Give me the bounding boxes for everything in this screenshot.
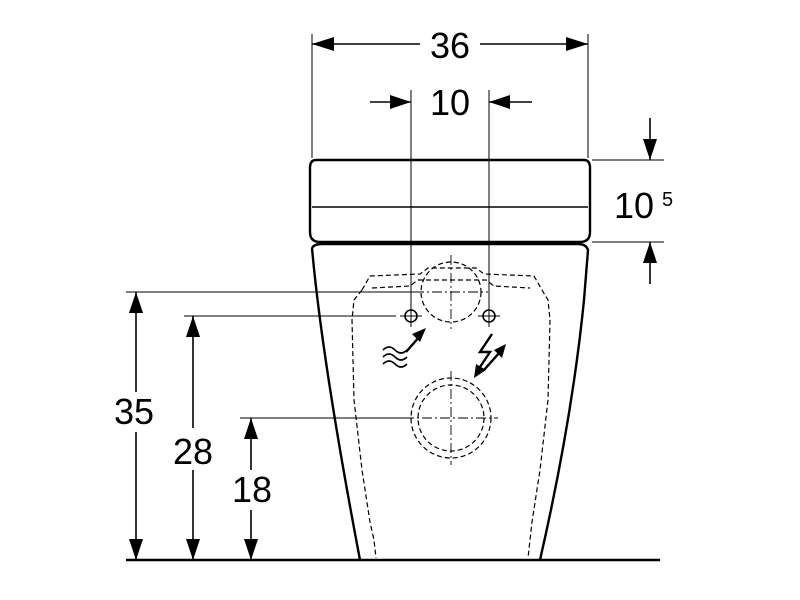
label-connection-spacing: 10	[430, 82, 470, 123]
label-seat-height-main: 10	[614, 185, 654, 226]
hidden-contour	[351, 267, 551, 559]
drain-connection	[404, 371, 498, 465]
side-connection-right	[478, 305, 500, 327]
label-seat-height: 10	[614, 185, 654, 226]
toilet-body	[308, 158, 592, 561]
label-height-side-connections: 28	[173, 431, 213, 472]
upper-connection	[414, 255, 488, 329]
dimension-height-side-connections	[184, 315, 396, 560]
label-width-total: 36	[430, 25, 470, 66]
dimension-height-top-connection	[126, 291, 420, 560]
water-supply-icon	[382, 328, 426, 368]
label-seat-height-sup: 5	[662, 189, 673, 211]
label-height-drain: 18	[232, 469, 272, 510]
side-connection-left	[400, 305, 422, 327]
dimension-height-drain	[240, 417, 410, 560]
dimension-connection-spacing	[370, 90, 532, 308]
electrical-icon	[474, 333, 506, 378]
dimension-width-total	[311, 34, 589, 158]
label-height-top-connection: 35	[114, 391, 154, 432]
dimension-seat-height	[592, 118, 664, 284]
